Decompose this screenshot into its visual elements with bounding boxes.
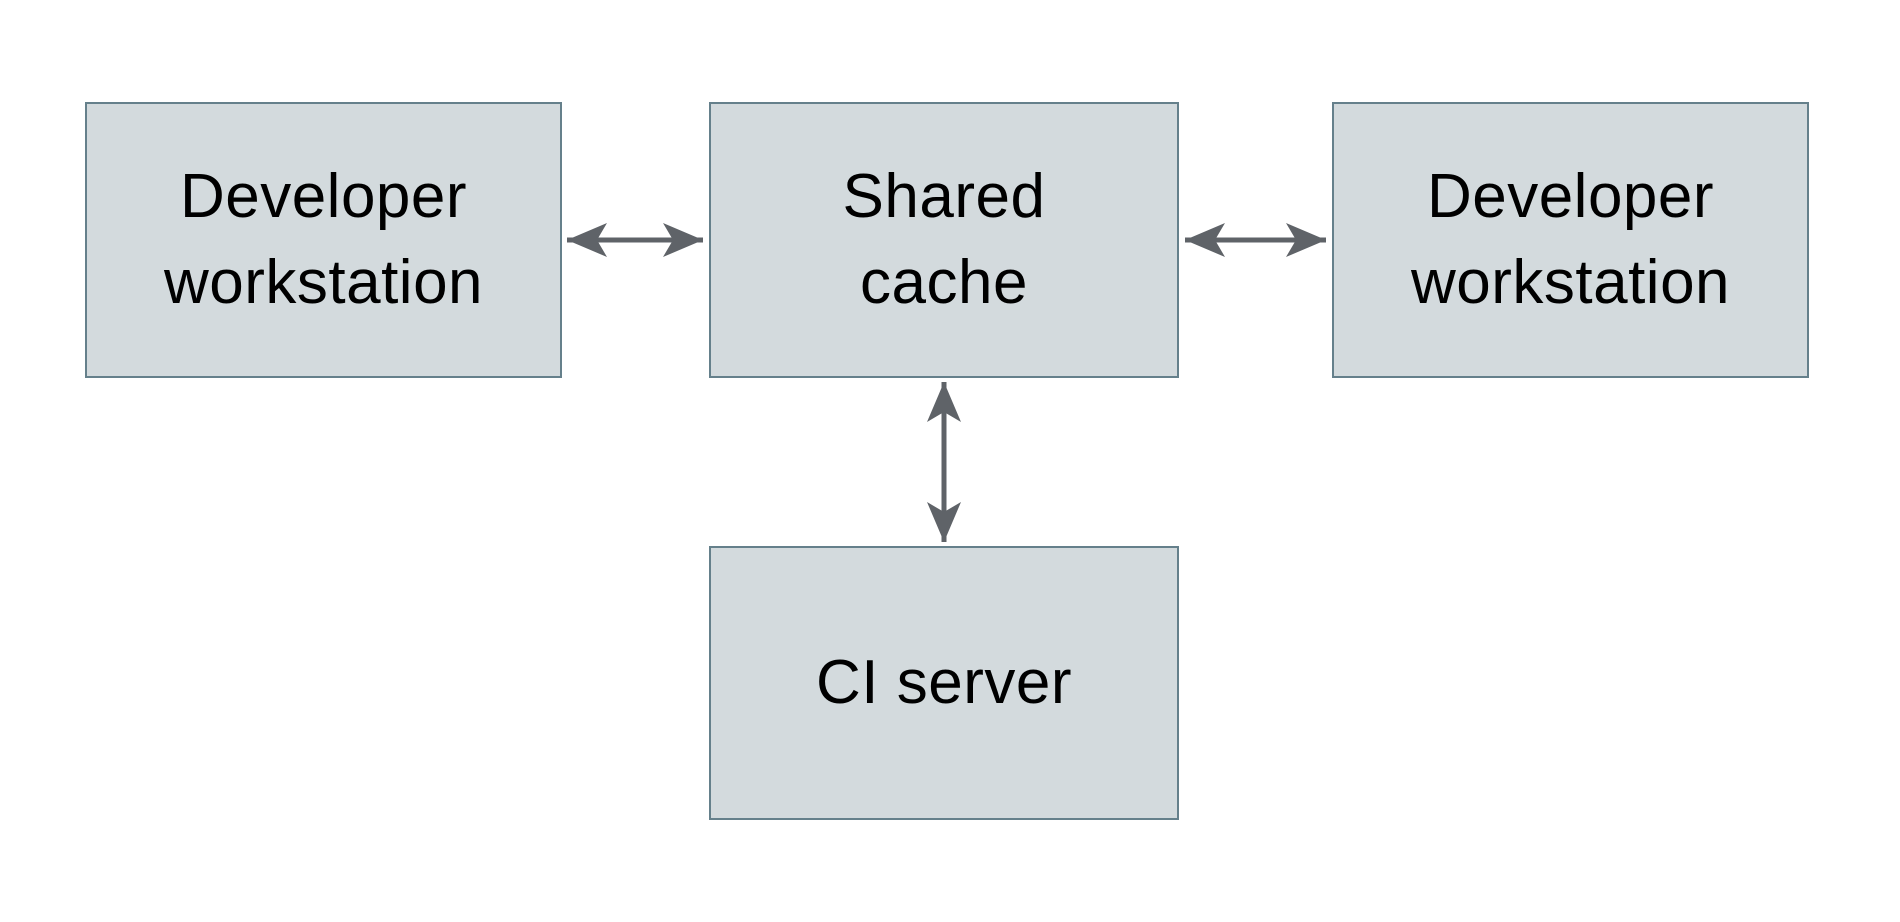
node-developer-workstation-left: Developer workstation — [85, 102, 562, 378]
node-shared-cache-label: Shared cache — [842, 162, 1046, 317]
node-developer-workstation-right-label: Developer workstation — [1410, 162, 1731, 317]
node-shared-cache: Shared cache — [709, 102, 1179, 378]
node-developer-workstation-left-label: Developer workstation — [163, 162, 484, 317]
node-ci-server-label: CI server — [816, 648, 1072, 718]
node-developer-workstation-right: Developer workstation — [1332, 102, 1809, 378]
node-ci-server: CI server — [709, 546, 1179, 820]
